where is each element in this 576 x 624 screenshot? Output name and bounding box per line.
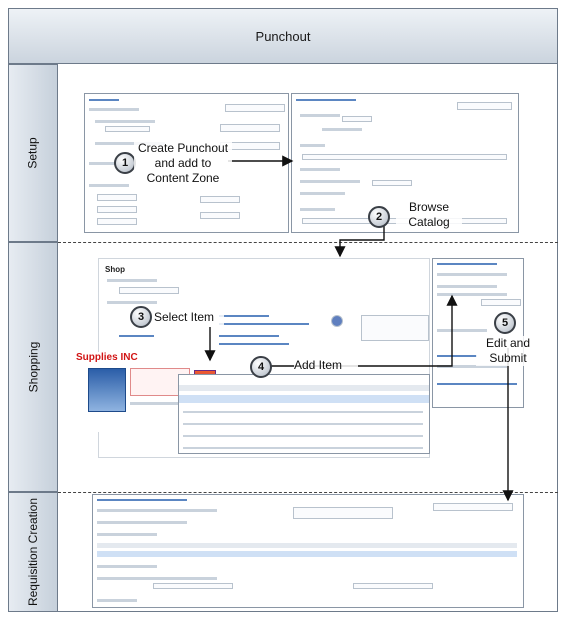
- step-3-label: Select Item: [154, 310, 224, 325]
- shop-heading: Shop: [105, 265, 125, 274]
- diagram-header: Punchout: [8, 8, 558, 64]
- step-4-label: Add Item: [294, 358, 358, 373]
- lane-separator-setup-shopping: [58, 242, 558, 243]
- supplier-name: Supplies INC: [76, 352, 138, 363]
- step-1-label: Create Punchout and add to Content Zone: [134, 141, 232, 186]
- step-3-badge: 3: [130, 306, 152, 328]
- step-2-badge: 2: [368, 206, 390, 228]
- requisition-screenshot-edit-submit: [92, 494, 524, 608]
- arrow-step4-to-panel: [268, 294, 458, 367]
- step-1-badge: 1: [114, 152, 136, 174]
- lane-label-shopping: Shopping: [8, 242, 58, 492]
- lane-separator-shopping-requisition: [58, 492, 558, 493]
- step-4-badge: 4: [250, 356, 272, 378]
- step-2-label: Browse Catalog: [396, 200, 462, 230]
- step-5-badge: 5: [494, 312, 516, 334]
- step-5-label: Edit and Submit: [476, 336, 540, 366]
- shopping-screenshot-results-table: [178, 374, 430, 454]
- lane-label-setup: Setup: [8, 64, 58, 242]
- lane-label-requisition: Requisition Creation: [8, 492, 58, 612]
- arrow-step2-to-shop: [334, 226, 385, 258]
- diagram-title: Punchout: [255, 28, 311, 44]
